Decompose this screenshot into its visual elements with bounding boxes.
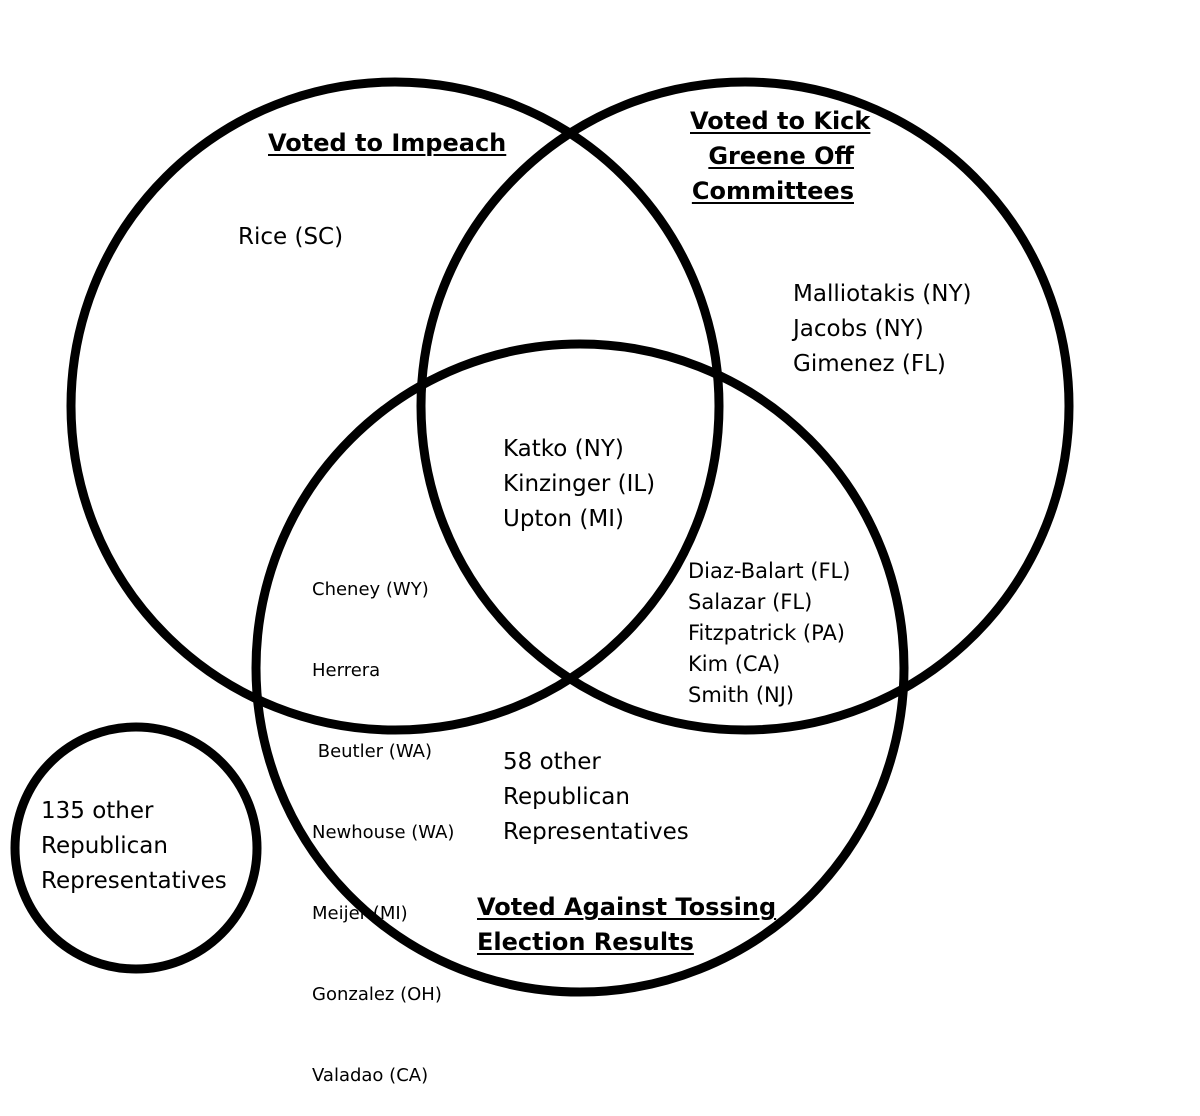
outside-circle [10, 722, 262, 974]
member-name: Jacobs (NY) [793, 316, 924, 342]
election-label-line: Voted Against Tossing [477, 893, 777, 921]
greene-only-region: Malliotakis (NY) Jacobs (NY) Gimenez (FL… [793, 277, 972, 382]
member-name: Cheney (WY) [312, 579, 429, 600]
member-name: Malliotakis (NY) [793, 281, 972, 307]
greene-circle [416, 77, 1074, 735]
member-name: Gimenez (FL) [793, 351, 946, 377]
all-three-region: Katko (NY) Kinzinger (IL) Upton (MI) [503, 432, 655, 537]
impeach-label: Voted to Impeach [268, 126, 506, 161]
greene-and-election-region: Diaz-Balart (FL) Salazar (FL) Fitzpatric… [688, 556, 850, 711]
outside-region: 135 other Republican Representatives [41, 794, 227, 899]
member-name: Katko (NY) [503, 436, 624, 462]
member-name: Salazar (FL) [688, 590, 813, 614]
member-name: Upton (MI) [503, 506, 624, 532]
impeach-only-region: Rice (SC) [238, 220, 343, 255]
member-name: Kim (CA) [688, 652, 781, 676]
greene-label-line: Voted to Kick [690, 107, 871, 135]
election-label-line: Election Results [477, 928, 694, 956]
impeach-label-text: Voted to Impeach [268, 129, 507, 157]
election-circle [251, 339, 909, 997]
region-text: 58 other [503, 749, 601, 775]
member-name: Kinzinger (IL) [503, 471, 656, 497]
member-name: Beutler (WA) [312, 741, 432, 762]
impeach-and-election-region: Cheney (WY) Herrera Beutler (WA) Newhous… [312, 522, 454, 1116]
member-name: Newhouse (WA) [312, 822, 455, 843]
member-name: Valadao (CA) [312, 1065, 429, 1086]
region-text: Representatives [41, 868, 227, 894]
member-name: Rice (SC) [238, 224, 344, 250]
member-name: Smith (NJ) [688, 683, 795, 707]
venn-diagram [10, 77, 1074, 997]
member-name: Meijer (MI) [312, 903, 408, 924]
region-text: 135 other [41, 798, 154, 824]
election-only-region: 58 other Republican Representatives [503, 745, 689, 850]
member-name: Diaz-Balart (FL) [688, 559, 851, 583]
member-name: Herrera [312, 660, 381, 681]
greene-label: Voted to Kick Greene Off Committees [690, 104, 871, 209]
greene-label-line: Greene Off [708, 142, 854, 170]
greene-label-line: Committees [691, 177, 854, 205]
impeach-circle [66, 77, 724, 735]
region-text: Representatives [503, 819, 689, 845]
member-name: Fitzpatrick (PA) [688, 621, 845, 645]
member-name: Gonzalez (OH) [312, 984, 442, 1005]
region-text: Republican [503, 784, 630, 810]
election-label: Voted Against Tossing Election Results [477, 890, 776, 960]
region-text: Republican [41, 833, 168, 859]
